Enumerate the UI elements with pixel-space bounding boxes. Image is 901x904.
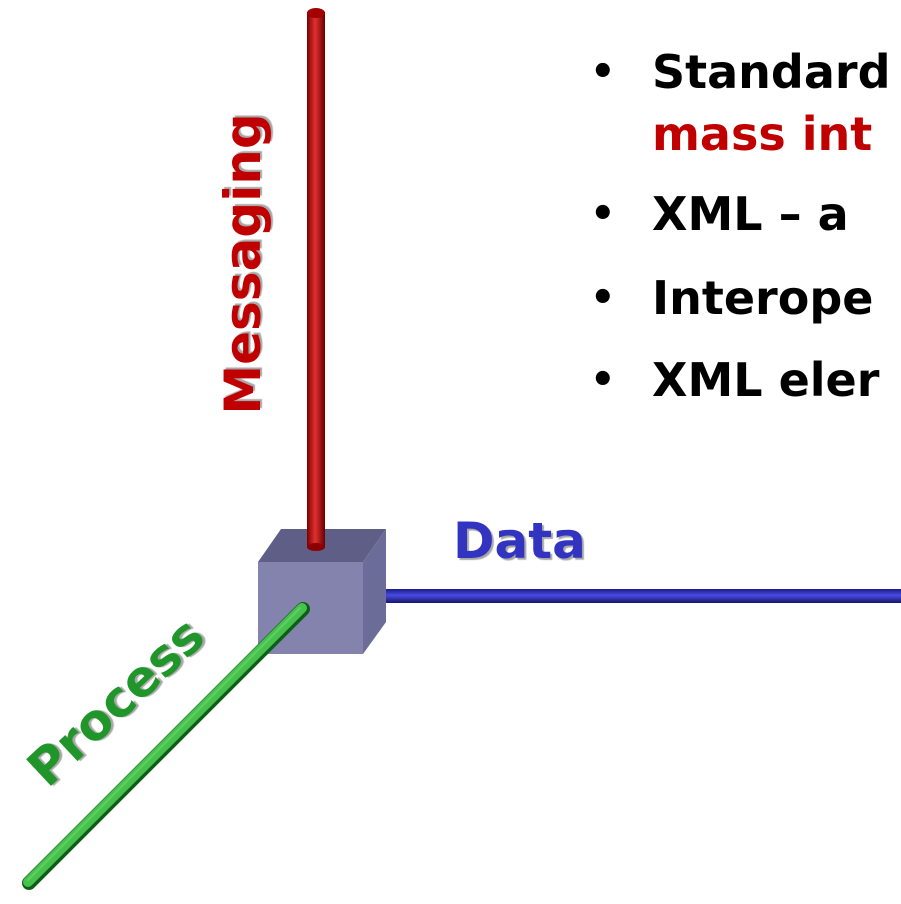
messaging-axis-label: Messaging [214,113,272,415]
bullet-text: XML eler [652,353,880,407]
bullet-text: XML – a [652,187,849,241]
bullet-dot: • [590,275,616,321]
data-axis-label: Data [453,512,586,570]
bullet-text: Interope [652,271,874,325]
bullet-item: • XML – a [580,182,849,246]
bullet-item: • XML eler [580,348,879,412]
bullet-dot: • [590,49,616,95]
bullet-dot: • [590,357,616,403]
process-axis [22,602,310,890]
bullet-item: • Standard [580,40,891,104]
data-axis [369,589,901,603]
bullet-text: Standard [652,45,891,99]
bullet-continuation: mass int [652,107,873,161]
bullet-dot: • [590,191,616,237]
bullet-item: • Interope [580,266,873,330]
messaging-axis [307,8,325,551]
